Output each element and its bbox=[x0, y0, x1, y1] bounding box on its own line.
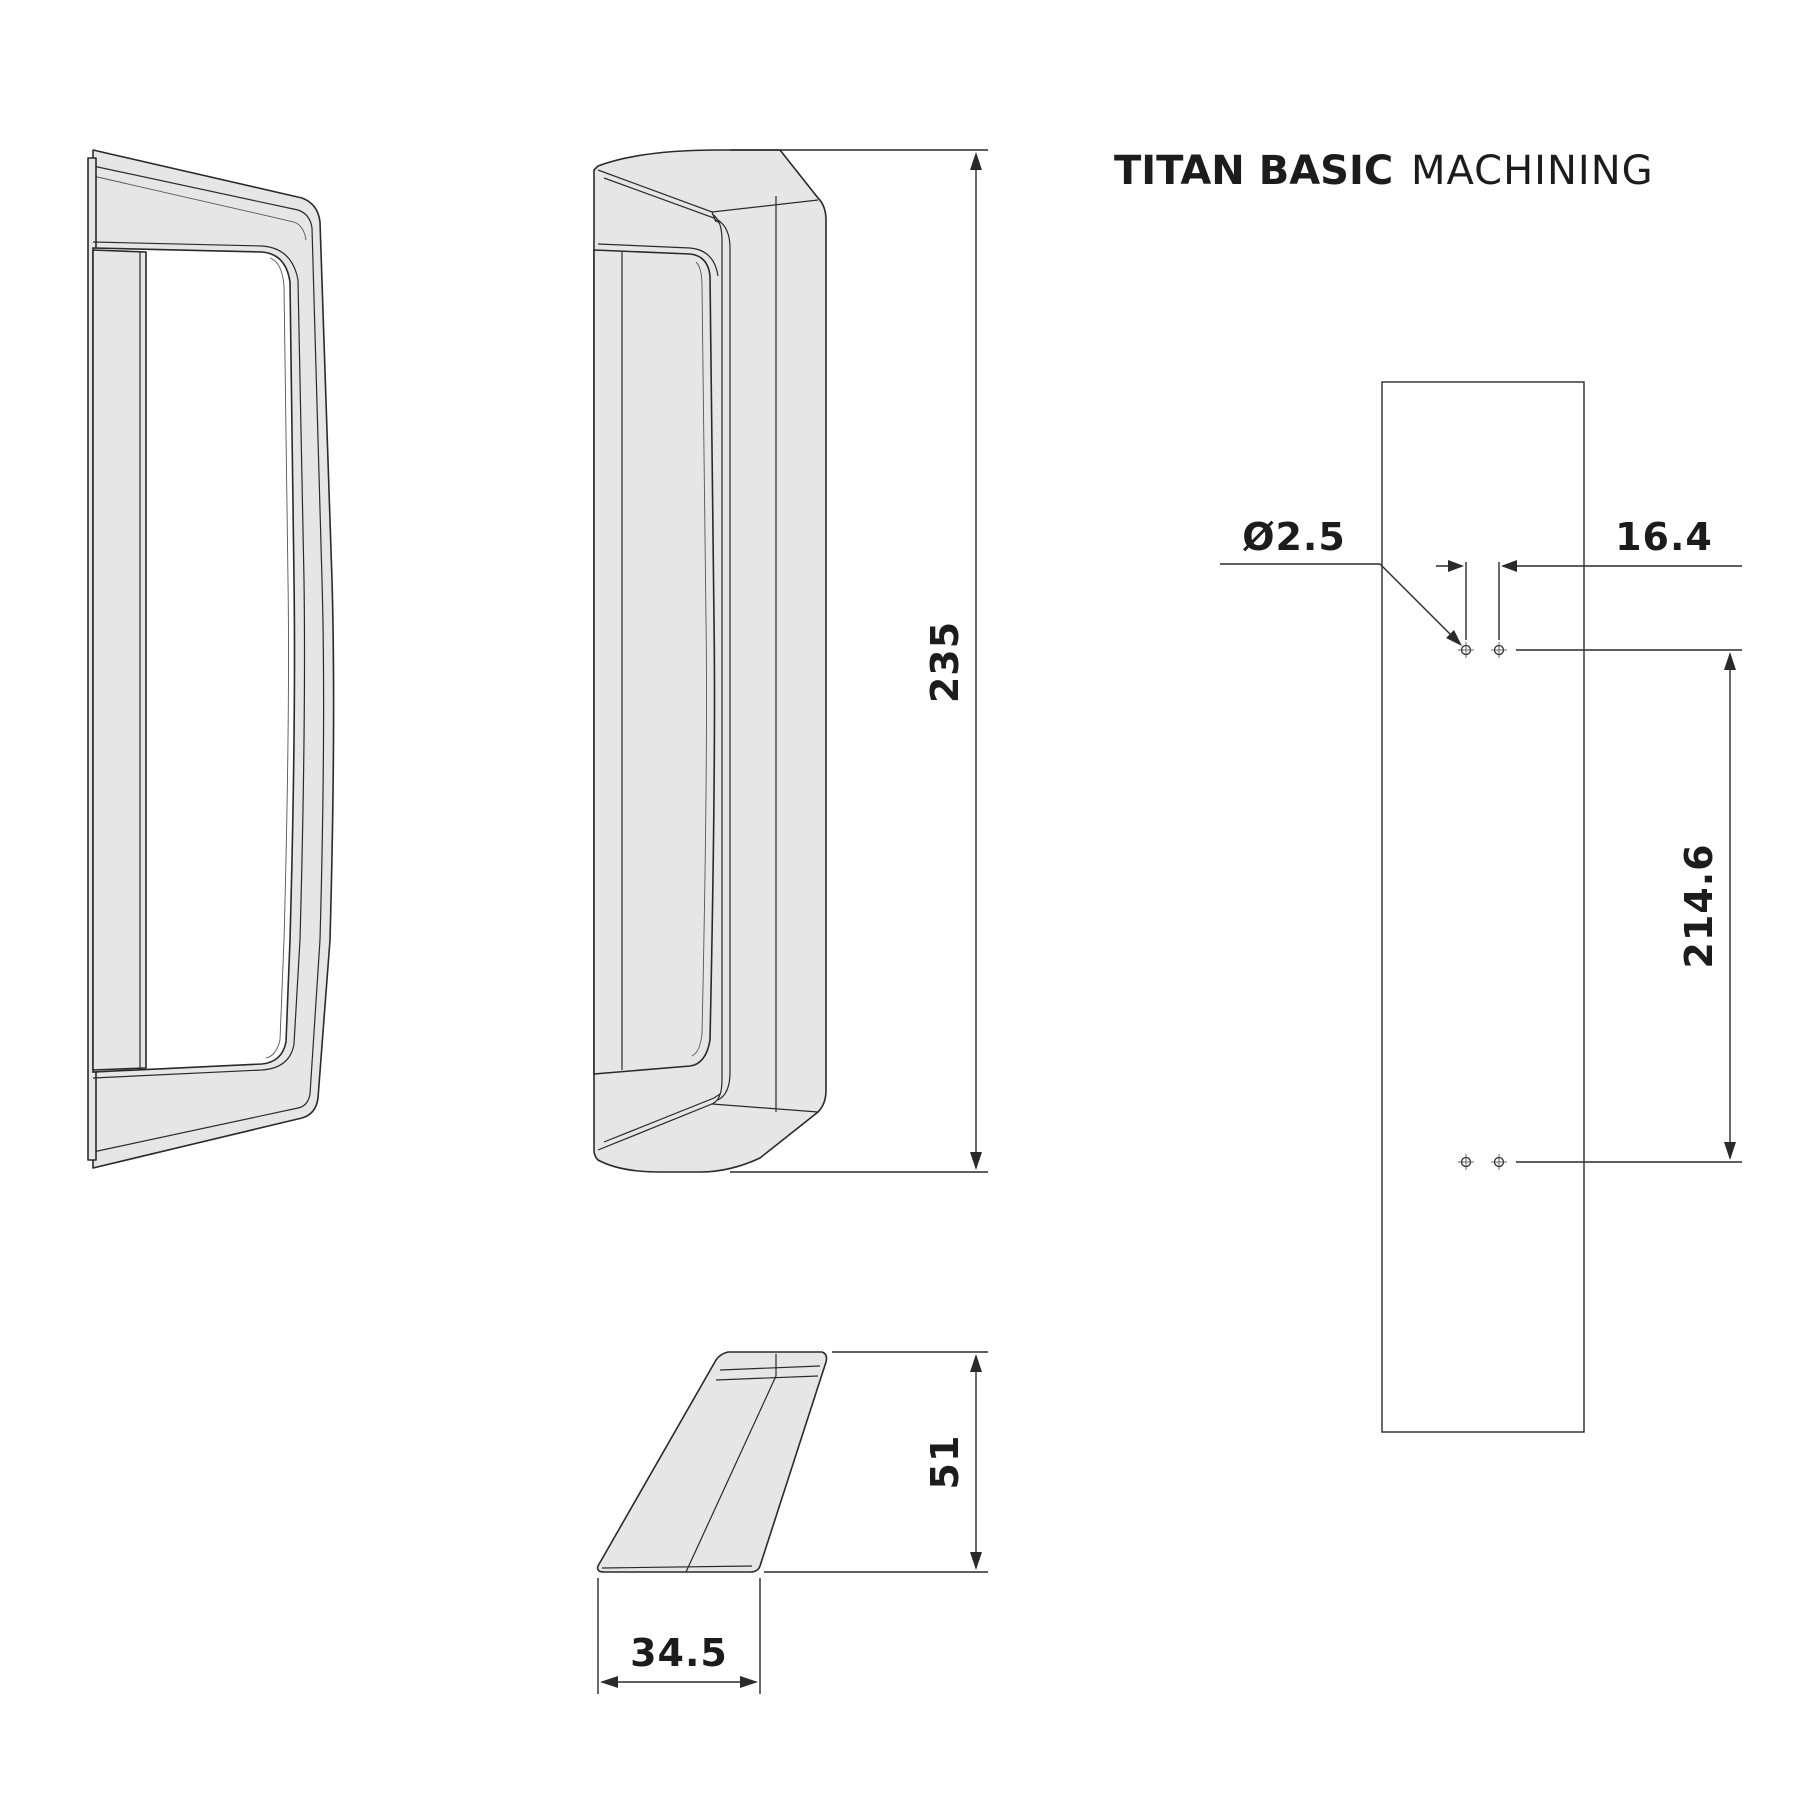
dimension-diameter: Ø2.5 bbox=[1220, 515, 1462, 646]
title-light: MACHINING bbox=[1411, 148, 1654, 194]
hole-top-left bbox=[1458, 642, 1474, 658]
dimension-235: 235 bbox=[730, 149, 988, 1173]
handle-side-view bbox=[593, 149, 827, 1173]
dimension-235-label: 235 bbox=[923, 621, 967, 703]
dimension-51: 51 bbox=[764, 1351, 988, 1573]
hole-bottom-right bbox=[1491, 1154, 1507, 1170]
machining-panel bbox=[1381, 381, 1585, 1433]
dimension-34-5-label: 34.5 bbox=[630, 1631, 728, 1675]
handle-top-view bbox=[596, 1351, 828, 1573]
handle-front-view bbox=[87, 149, 335, 1169]
dimension-51-label: 51 bbox=[923, 1435, 967, 1490]
dimension-diameter-label: Ø2.5 bbox=[1242, 515, 1346, 559]
drill-holes bbox=[1458, 642, 1507, 1170]
title-bold: TITAN BASIC bbox=[1114, 148, 1393, 194]
hole-bottom-left bbox=[1458, 1154, 1474, 1170]
dimension-34-5: 34.5 bbox=[597, 1578, 761, 1694]
dimension-16-4: 16.4 bbox=[1436, 515, 1742, 640]
dimension-214-6-label: 214.6 bbox=[1677, 843, 1721, 968]
dimension-16-4-label: 16.4 bbox=[1615, 515, 1713, 559]
dimension-214-6: 214.6 bbox=[1516, 649, 1742, 1163]
hole-top-right bbox=[1491, 642, 1507, 658]
